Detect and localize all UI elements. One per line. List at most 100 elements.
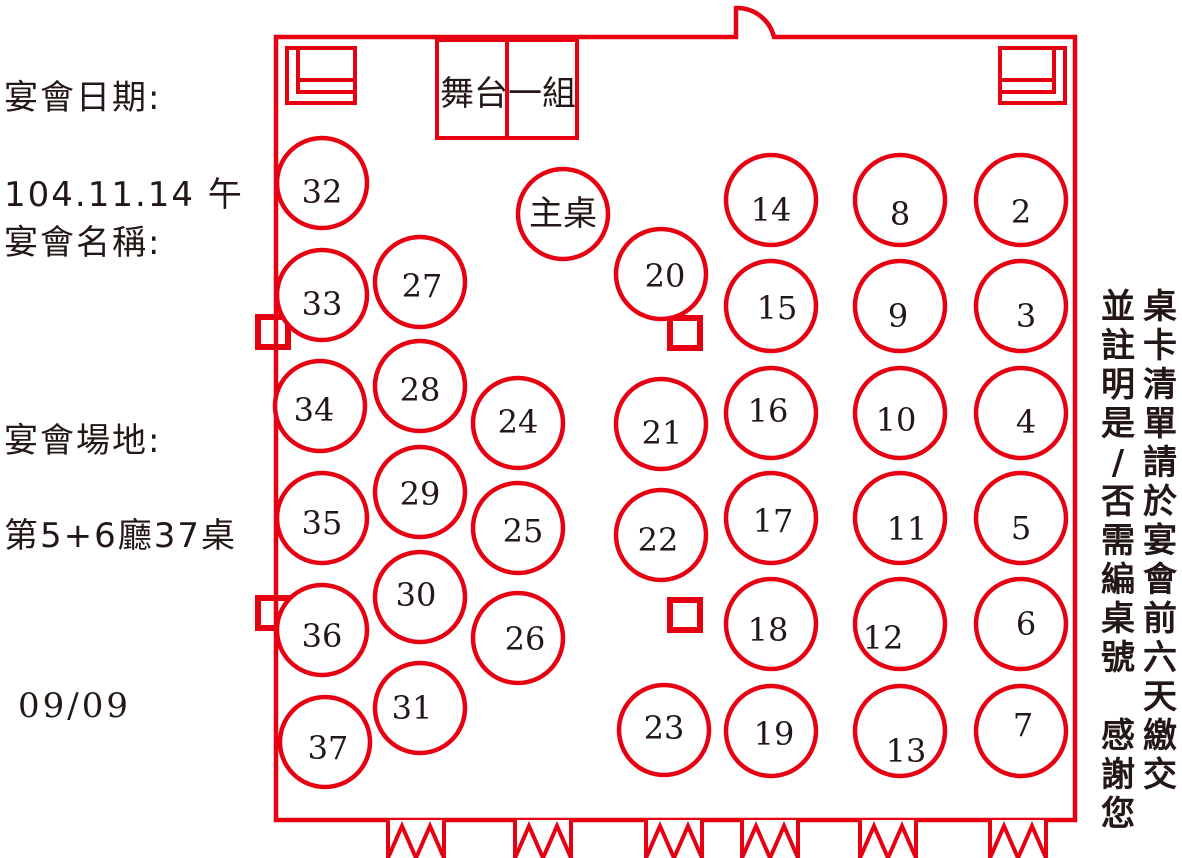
table-circle [973,258,1069,354]
table-2[interactable]: 2 [973,152,1069,248]
table-29[interactable]: 29 [372,444,468,540]
table-32[interactable]: 32 [274,135,370,231]
table-26[interactable]: 26 [470,590,566,686]
table-number: 6 [1016,605,1036,643]
date-label: 宴會日期: [4,78,162,118]
table-circle [852,470,948,566]
table-number: 2 [1011,193,1031,231]
table-number: 18 [748,611,789,649]
main-table-label: 主桌 [529,194,597,234]
table-number: 19 [754,715,795,753]
pillar-marker [255,314,291,350]
table-12[interactable]: 12 [852,576,948,672]
table-33[interactable]: 33 [274,247,370,343]
table-30[interactable]: 30 [372,549,468,645]
table-number: 16 [748,392,789,430]
table-number: 14 [751,191,792,229]
corner-bracket-left [285,46,357,105]
stage: 舞台一組 [435,38,579,140]
table-35[interactable]: 35 [274,470,370,566]
table-circle [274,582,370,678]
table-number: 21 [642,414,683,452]
table-number: 17 [753,502,794,540]
table-number: 22 [638,521,679,559]
table-36[interactable]: 36 [274,582,370,678]
table-20[interactable]: 20 [613,226,709,322]
table-circle [723,470,819,566]
table-number: 33 [302,285,343,323]
table-37[interactable]: 37 [277,694,373,790]
table-18[interactable]: 18 [723,576,819,672]
table-25[interactable]: 25 [470,480,566,576]
table-22[interactable]: 22 [613,487,709,583]
table-number: 26 [505,620,546,658]
table-5[interactable]: 5 [973,470,1069,566]
table-circle [723,576,819,672]
table-circle [613,487,709,583]
door-icon [988,820,1048,858]
page-number: 09/09 [18,686,131,726]
table-circle [274,247,370,343]
table-circle [723,258,819,354]
venue-label: 宴會場地: [4,421,162,461]
table-number: 36 [302,617,343,655]
room-outline [273,5,1078,823]
table-number: 3 [1016,297,1036,335]
table-circle [973,470,1069,566]
table-circle [274,135,370,231]
table-circle [973,152,1069,248]
table-8[interactable]: 8 [852,152,948,248]
table-number: 34 [294,391,335,429]
table-23[interactable]: 23 [616,682,712,778]
corner-bracket-right [998,46,1067,105]
table-number: 37 [308,729,349,767]
table-circle [277,694,373,790]
table-number: 15 [757,289,798,327]
table-circle [616,682,712,778]
table-3[interactable]: 3 [973,258,1069,354]
pillar-marker [667,597,703,633]
table-circle [372,338,468,434]
table-17[interactable]: 17 [723,470,819,566]
table-number-note: 並註明是/否需編桌號 感謝您 [1101,287,1135,834]
name-label: 宴會名稱: [4,223,162,263]
table-circle [852,576,948,672]
table-7[interactable]: 7 [973,683,1069,779]
table-31[interactable]: 31 [372,660,468,756]
table-circle [470,375,566,471]
table-9[interactable]: 9 [852,258,948,354]
table-6[interactable]: 6 [973,576,1069,672]
table-number: 12 [863,619,904,657]
table-19[interactable]: 19 [723,683,819,779]
table-circle [852,683,948,779]
table-15[interactable]: 15 [723,258,819,354]
table-circle [372,234,468,330]
table-28[interactable]: 28 [372,338,468,434]
door-icon [513,820,573,858]
table-16[interactable]: 16 [723,365,819,461]
table-14[interactable]: 14 [723,152,819,248]
main-table[interactable]: 主桌 [515,166,611,262]
table-number: 23 [644,709,685,747]
table-number: 29 [400,475,441,513]
door-row [386,820,1048,858]
table-24[interactable]: 24 [470,375,566,471]
table-circle [613,226,709,322]
table-number: 25 [503,512,544,550]
table-4[interactable]: 4 [973,365,1069,461]
table-13[interactable]: 13 [852,683,948,779]
table-circle [272,358,368,454]
table-number: 27 [402,267,443,305]
table-10[interactable]: 10 [852,365,948,461]
table-21[interactable]: 21 [613,376,709,472]
table-11[interactable]: 11 [852,470,948,566]
door-icon [740,820,800,858]
table-27[interactable]: 27 [372,234,468,330]
table-number: 11 [887,510,928,548]
date-value: 104.11.14 午 [4,175,244,215]
pillar-marker [667,315,703,351]
door-icon [858,820,918,858]
table-34[interactable]: 34 [272,358,368,454]
table-number: 5 [1011,509,1031,547]
